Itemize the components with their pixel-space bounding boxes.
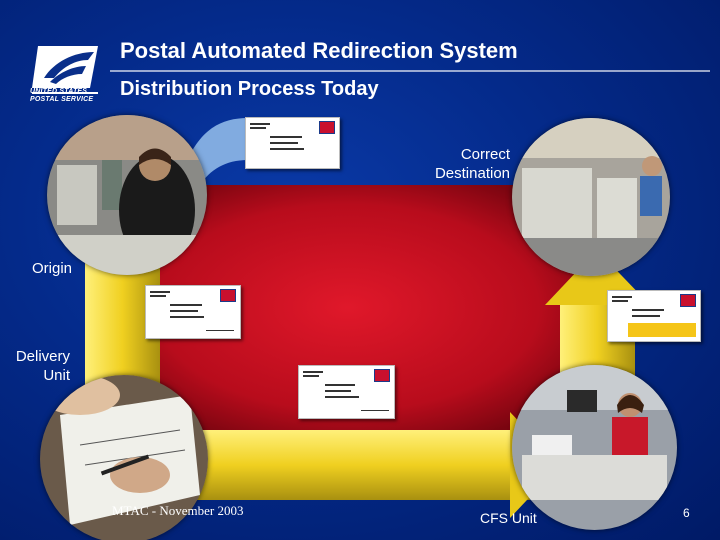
label-delivery-unit-line1: Delivery (15, 348, 70, 365)
title-divider (110, 70, 710, 72)
label-correct-destination: Correct Destination (410, 145, 510, 183)
envelope-left (145, 285, 241, 339)
arrow-delivery-to-cfs (150, 430, 530, 500)
usps-logo-text: UNITED STATES POSTAL SERVICE (30, 88, 100, 104)
label-delivery-unit-line2: Unit (43, 367, 70, 384)
slide-subtitle: Distribution Process Today (120, 78, 379, 100)
cfs-unit-photo (512, 365, 677, 530)
envelope-top (245, 117, 340, 169)
label-correct-destination-line1: Correct (460, 146, 510, 163)
envelope-center (298, 365, 395, 419)
origin-photo (47, 115, 207, 275)
usps-eagle-logo-icon (32, 46, 98, 94)
forwarding-label (628, 323, 696, 337)
destination-photo (512, 118, 670, 276)
label-origin: Origin (31, 260, 72, 277)
label-cfs-unit: CFS Unit (480, 510, 537, 526)
delivery-unit-photo (40, 375, 208, 540)
slide-title: Postal Automated Redirection System (120, 38, 518, 63)
logo-line-1: UNITED STATES (30, 88, 88, 95)
logo-line-2: POSTAL SERVICE (30, 96, 94, 103)
footer-event: MTAC - November 2003 (112, 503, 244, 518)
page-number: 6 (683, 506, 690, 520)
label-delivery-unit: Delivery Unit (0, 347, 70, 385)
label-correct-destination-line2: Destination (434, 165, 510, 182)
envelope-right (607, 290, 701, 342)
